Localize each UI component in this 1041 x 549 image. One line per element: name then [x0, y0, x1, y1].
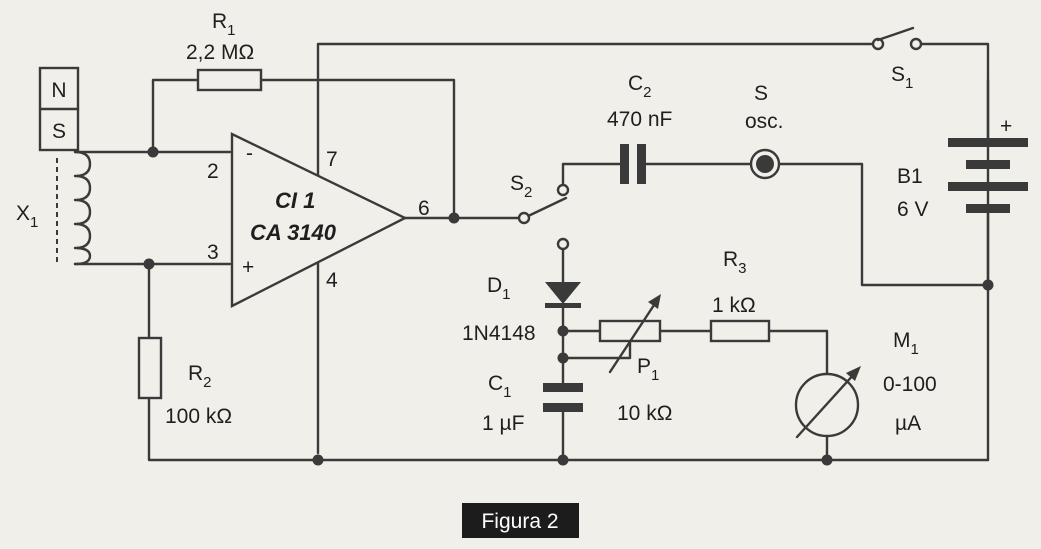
s1-label: S1 [891, 63, 913, 92]
battery-b1: + B1 6 V [897, 78, 1028, 287]
pin-7-label: 7 [326, 148, 338, 171]
r1-value: 2,2 MΩ [186, 41, 254, 64]
pin-6-label: 6 [418, 197, 430, 220]
r3-label: R3 [723, 248, 747, 277]
wire-s2-to-c2 [561, 162, 622, 188]
r2-label: R2 [188, 362, 212, 391]
p1-value: 10 kΩ [617, 402, 672, 425]
d1-label: D1 [487, 274, 511, 303]
battery-plus-sign: + [1000, 115, 1012, 138]
b1-value: 6 V [897, 198, 929, 221]
opamp-inv-sign: - [246, 142, 253, 165]
c1-label: C1 [488, 372, 512, 401]
p1-label: P1 [637, 355, 659, 384]
r3-value: 1 kΩ [712, 294, 756, 317]
figure-caption: Figura 2 [462, 503, 579, 538]
magnet-north-label: N [51, 79, 66, 102]
m1-range: 0-100 [883, 373, 937, 396]
junction-d1-p1 [557, 325, 569, 337]
pin-2-label: 2 [207, 160, 219, 183]
speaker-output: S osc. [745, 82, 784, 180]
resistor-r2: R2 100 kΩ [137, 336, 232, 428]
c2-value: 470 nF [607, 108, 672, 131]
junction-r2-noninv [143, 258, 155, 270]
capacitor-c1: C1 1 µF [482, 372, 583, 435]
junction-output [448, 212, 460, 224]
wire-speaker-to-battery [774, 162, 990, 287]
speaker-label: S [754, 82, 768, 105]
diode-d1: D1 1N4148 [462, 274, 581, 345]
wire-bottom-rail [147, 396, 990, 462]
opamp-name: CI 1 [275, 188, 315, 213]
s2-label: S2 [510, 172, 532, 201]
wires [73, 42, 990, 462]
s2-blade [522, 196, 568, 220]
magnet: N S [38, 66, 80, 152]
junctions [143, 146, 994, 466]
magnet-south-label: S [52, 120, 66, 143]
capacitor-c2: C2 470 nF [607, 72, 672, 184]
opamp-ci1: - + CI 1 CA 3140 2 3 6 7 4 [207, 132, 430, 308]
d1-value: 1N4148 [462, 322, 536, 345]
pin-3-label: 3 [207, 241, 219, 264]
pin-4-label: 4 [326, 269, 338, 292]
r2-value: 100 kΩ [165, 405, 232, 428]
b1-label: B1 [897, 165, 923, 188]
r1-label: R1 [212, 10, 236, 39]
meter-m1: M1 0-100 µA [794, 329, 937, 439]
switch-s2: S2 [510, 172, 570, 251]
m1-label: M1 [893, 329, 919, 358]
caption-text: Figura 2 [481, 510, 558, 533]
resistor-r1: R1 2,2 MΩ [186, 10, 263, 92]
c1-value: 1 µF [482, 412, 524, 435]
m1-unit: µA [895, 412, 921, 435]
resistor-r3: R3 1 kΩ [709, 248, 771, 343]
wire-r1-right [259, 78, 456, 220]
switch-s1: S1 [871, 26, 923, 92]
wire-p1-wiper [561, 339, 632, 360]
c2-label: C2 [628, 72, 652, 101]
pickup-coil-x1: X1 [16, 150, 92, 266]
x1-label: X1 [16, 202, 38, 231]
junction-wiper [557, 352, 569, 364]
opamp-part: CA 3140 [250, 220, 337, 245]
junction-bottom-opamp [312, 454, 324, 466]
opamp-noninv-sign: + [242, 256, 254, 279]
junction-bottom-c1 [557, 454, 569, 466]
junction-bottom-meter [821, 454, 833, 466]
wire-r3-to-meter [767, 329, 829, 377]
speaker-osc-label: osc. [745, 110, 784, 133]
wire-top-rail [316, 42, 880, 455]
wire-r1-left [151, 78, 200, 154]
potentiometer-p1: P1 10 kΩ [598, 294, 672, 425]
junction-r1-inv [147, 146, 159, 158]
